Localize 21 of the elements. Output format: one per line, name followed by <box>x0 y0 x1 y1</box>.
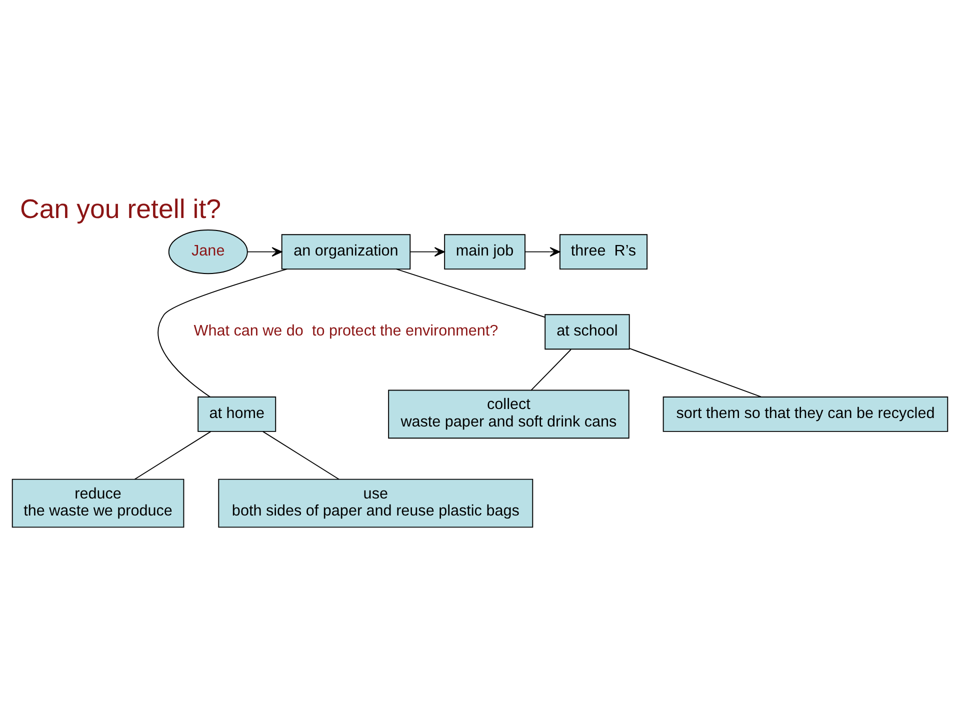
connector <box>134 431 212 480</box>
node-ellipse: Jane <box>168 230 248 274</box>
arrow <box>410 247 445 257</box>
label: What can we do to protect the environment? <box>194 322 498 340</box>
connector <box>629 348 762 398</box>
node-box: an organization <box>281 234 411 270</box>
diagram-title: Can you retell it? <box>20 194 222 224</box>
connector <box>262 431 340 480</box>
node-box: use both sides of paper and reuse plastic bags <box>218 478 534 528</box>
connector <box>396 268 546 318</box>
node-box: main job <box>444 234 526 270</box>
connector <box>530 349 572 391</box>
node-box: three R’s <box>559 234 648 270</box>
node-box: sort them so that they can be recycled <box>662 396 948 432</box>
arrow <box>246 247 282 257</box>
node-box: reduce the waste we produce <box>12 478 184 528</box>
node-box: at home <box>198 396 276 432</box>
arrow <box>524 247 560 257</box>
node-box: collect waste paper and soft drink cans <box>388 390 630 439</box>
node-box: at school <box>544 314 630 350</box>
connector <box>158 268 288 398</box>
